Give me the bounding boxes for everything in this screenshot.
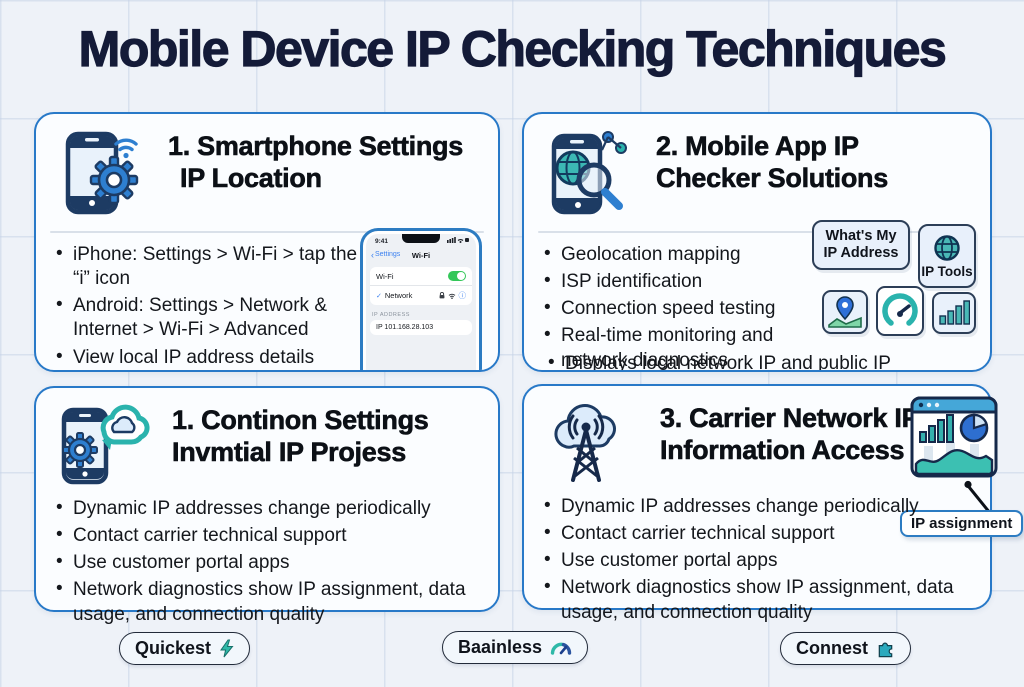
card-continon-settings: 1. Continon Settings Invmtial IP Projess… bbox=[34, 386, 500, 625]
info-icon: ⓘ bbox=[458, 291, 467, 300]
signal-wifi-battery-icons bbox=[447, 236, 469, 246]
card4-bullet-list: Dynamic IP addresses change periodically… bbox=[542, 494, 980, 625]
wifi-row-label: Wi-Fi bbox=[376, 271, 394, 281]
bullet-item: Use customer portal apps bbox=[54, 550, 492, 575]
ip-tools-badge: IP Tools bbox=[918, 224, 976, 288]
card3-bullet-list: Dynamic IP addresses change periodically… bbox=[54, 496, 492, 627]
bullet-item: Network diagnostics show IP assignment, … bbox=[542, 575, 980, 624]
badge-baainless-label: Baainless bbox=[458, 637, 543, 657]
puzzle-icon bbox=[878, 642, 893, 658]
status-time: 9:41 bbox=[375, 237, 389, 245]
bullet-item: Connection speed testing bbox=[542, 296, 818, 321]
back-label: Settings bbox=[375, 251, 401, 258]
phone-status-bar: 9:41 bbox=[375, 236, 469, 246]
wifi-settings-group: Wi-Fi ✓ Network ⓘ bbox=[370, 267, 472, 305]
card2-header: 2. Mobile App IP Checker Solutions bbox=[542, 128, 972, 223]
card1-title: 1. Smartphone Settings IP Location bbox=[168, 130, 464, 195]
gauge-icon bbox=[550, 642, 572, 655]
bullet-item: Geolocation mapping bbox=[542, 242, 818, 267]
card-carrier-network-ip: 3. Carrier Network IP Information Access… bbox=[522, 384, 1024, 623]
divider bbox=[538, 231, 976, 233]
speedometer-icon bbox=[882, 293, 918, 326]
bullet-item: Contact carrier technical support bbox=[542, 521, 980, 546]
bullet-item: Dynamic IP addresses change periodically bbox=[54, 496, 492, 521]
lightning-icon bbox=[220, 639, 234, 658]
lock-icon bbox=[439, 292, 444, 299]
ip-address-section-label: IP ADDRESS bbox=[372, 312, 410, 318]
signal-bars-tile bbox=[932, 292, 976, 334]
bullet-item: iPhone: Settings > Wi-Fi > tap the “i” i… bbox=[54, 242, 366, 291]
card2-title-line2: Checker Solutions bbox=[656, 163, 889, 194]
map-pin-tile bbox=[822, 290, 868, 334]
bullet-item: Displays local network IP and public IP bbox=[546, 351, 986, 370]
ip-address-value: IP 101.168.28.103 bbox=[370, 320, 472, 335]
ip-tools-label: IP Tools bbox=[921, 263, 973, 279]
bullet-item: Android: Settings > Network & Internet >… bbox=[54, 293, 366, 342]
badge-connest-label: Connest bbox=[796, 638, 868, 658]
bullet-item: View local IP address details bbox=[54, 344, 366, 370]
phone-gear-wifi-icon bbox=[54, 128, 150, 223]
badge-quickest: Quickest bbox=[119, 632, 251, 665]
badge-quickest-label: Quickest bbox=[135, 638, 212, 658]
map-pin-icon bbox=[828, 296, 862, 328]
phone-notch-icon bbox=[402, 234, 440, 243]
bullet-item: Use customer portal apps bbox=[542, 548, 980, 573]
settings-back-button: ‹ Settings bbox=[371, 249, 401, 260]
divider bbox=[50, 231, 484, 233]
network-row: ✓ Network ⓘ bbox=[370, 285, 472, 305]
wifi-toggle-row: Wi-Fi bbox=[370, 267, 472, 285]
bullet-item: Dynamic IP addresses change periodically bbox=[542, 494, 980, 519]
signal-bars-icon bbox=[939, 300, 970, 325]
phone-gear-cloud-icon bbox=[54, 402, 154, 491]
card1-title-line2: IP Location bbox=[180, 163, 323, 194]
bullet-item: ISP identification bbox=[542, 269, 818, 294]
cell-tower-cloud-icon bbox=[542, 400, 642, 489]
card2-title-line1: 2. Mobile App IP bbox=[656, 131, 860, 162]
card3-title-line1: 1. Continon Settings bbox=[172, 405, 429, 436]
network-row-label: Network bbox=[384, 291, 413, 300]
card4-title-line1: 3. Carrier Network IP bbox=[660, 403, 920, 434]
page-title: Mobile Device IP Checking Techniques bbox=[78, 20, 947, 77]
card4-header: 3. Carrier Network IP Information Access bbox=[542, 400, 972, 489]
badge-connest: Connest bbox=[780, 632, 911, 665]
whats-my-ip-badge: What's My IP Address bbox=[812, 220, 910, 270]
card3-title: 1. Continon Settings Invmtial IP Projess bbox=[172, 404, 429, 469]
card-smartphone-settings: 1. Smartphone Settings IP Location iPhon… bbox=[34, 112, 500, 372]
badge-baainless: Baainless bbox=[442, 631, 589, 664]
chevron-left-icon: ‹ bbox=[371, 249, 374, 260]
card-mobile-app-ip-checker: 2. Mobile App IP Checker Solutions Geolo… bbox=[522, 112, 992, 372]
card1-header: 1. Smartphone Settings IP Location bbox=[54, 128, 480, 223]
bullet-item: Contact carrier technical support bbox=[54, 523, 492, 548]
card1-bullet-list: iPhone: Settings > Wi-Fi > tap the “i” i… bbox=[54, 242, 366, 370]
speedometer-tile bbox=[876, 286, 924, 336]
card3-title-line2: Invmtial IP Projess bbox=[172, 437, 407, 468]
card1-title-line1: 1. Smartphone Settings bbox=[168, 131, 464, 162]
analytics-dashboard-icon bbox=[910, 396, 998, 485]
nav-title: Wi-Fi bbox=[411, 251, 431, 260]
wifi-icon bbox=[448, 293, 455, 299]
iphone-wifi-screenshot: 9:41 ‹ Settings Wi-Fi Wi-Fi bbox=[360, 228, 482, 370]
checkmark-icon: ✓ bbox=[376, 292, 382, 300]
card4-title-line2: Information Access bbox=[660, 435, 905, 466]
card3-header: 1. Continon Settings Invmtial IP Projess bbox=[54, 402, 480, 491]
bullet-item: Network diagnostics show IP assignment, … bbox=[54, 577, 492, 626]
card4-title: 3. Carrier Network IP Information Access bbox=[660, 402, 920, 467]
card2-bullet-full-width: Displays local network IP and public IP bbox=[546, 351, 986, 370]
phone-nav-bar: ‹ Settings Wi-Fi bbox=[363, 249, 479, 260]
phone-globe-magnifier-icon bbox=[542, 128, 638, 223]
wifi-toggle bbox=[448, 271, 466, 281]
globe-icon bbox=[934, 234, 960, 261]
card2-title: 2. Mobile App IP Checker Solutions bbox=[656, 130, 889, 195]
